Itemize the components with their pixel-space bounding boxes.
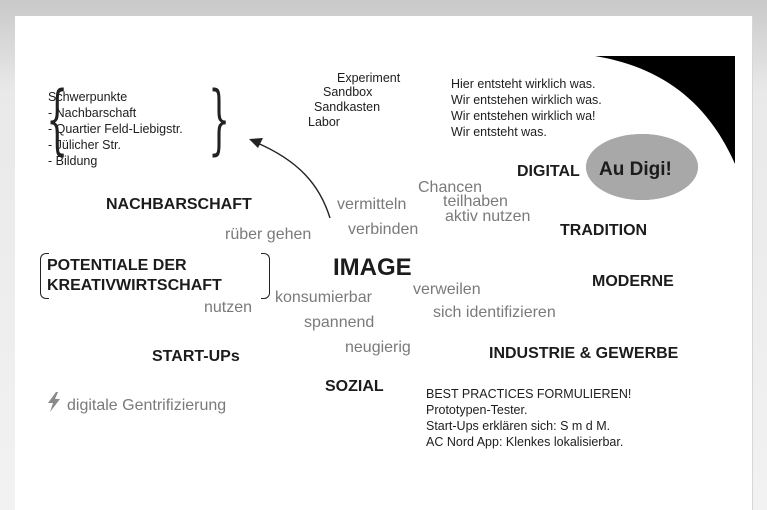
best-practices-item: Start-Ups erklären sich: S m d M. <box>426 419 611 433</box>
tradition-label: TRADITION <box>560 222 648 239</box>
sich-identifizieren-label: sich identifizieren <box>433 304 556 321</box>
teilhaben-label: teilhaben <box>443 193 508 210</box>
left-brace: { <box>46 74 69 163</box>
au-digi-badge-cover <box>586 134 698 200</box>
chancen-label: Chancen <box>418 179 483 196</box>
gentrifizierung-label: digitale Gentrifizierung <box>67 397 227 414</box>
schwerpunkte-title: Schwerpunkte <box>48 90 128 104</box>
potentiale-bracket-left <box>40 253 49 299</box>
startups-label: START-UPs <box>152 348 240 365</box>
konsumierbar-label: konsumierbar <box>275 289 372 306</box>
rueber-gehen-label: rüber gehen <box>225 226 312 243</box>
vermitteln-label: vermitteln <box>337 196 407 213</box>
moderne-label: MODERNE <box>592 273 674 290</box>
schwerpunkte-item: - Jülicher Str. <box>48 138 121 152</box>
potentiale-line1: POTENTIALE DER <box>47 257 187 274</box>
sandbox-word: Sandkasten <box>314 100 381 114</box>
industrie-label: INDUSTRIE & GEWERBE <box>489 345 679 362</box>
verbinden-label: verbinden <box>348 221 419 238</box>
best-practices-item: AC Nord App: Klenkes lokalisierbar. <box>426 435 624 449</box>
sandbox-word: Sandbox <box>323 85 373 99</box>
neugierig-label: neugierig <box>345 339 411 356</box>
whiteboard-sheet: { Schwerpunkte - Nachbarschaft - Quartie… <box>15 16 753 510</box>
sandbox-word: Labor <box>308 115 340 129</box>
sozial-label: SOZIAL <box>325 378 384 395</box>
verweilen-label: verweilen <box>413 281 481 298</box>
lightning-icon <box>48 392 60 412</box>
sandbox-word: Experiment <box>337 71 401 85</box>
spannend-label: spannend <box>304 314 375 331</box>
schwerpunkte-item: - Nachbarschaft <box>48 106 137 120</box>
right-brace: } <box>208 74 231 163</box>
phrases-list: Hier entsteht wirklich was. Wir entstehe… <box>451 76 602 140</box>
schwerpunkte-list: Schwerpunkte - Nachbarschaft - Quartier … <box>48 89 183 169</box>
nachbarschaft-label: NACHBARSCHAFT <box>106 196 252 213</box>
corner-wedge-graphic <box>595 56 735 164</box>
best-practices-item: Prototypen-Tester. <box>426 403 528 417</box>
potentiale-bracket-right <box>261 253 270 299</box>
potentiale-line2: KREATIVWIRTSCHAFT <box>47 277 222 294</box>
best-practices-list: BEST PRACTICES FORMULIEREN! Prototypen-T… <box>426 386 631 450</box>
nutzen-label: nutzen <box>204 299 253 316</box>
curved-arrow <box>249 138 331 219</box>
phrase: Wir entsteht was. <box>451 125 547 139</box>
phrase: Hier entsteht wirklich was. <box>451 77 596 91</box>
image-label: IMAGE <box>333 254 412 281</box>
schwerpunkte-item: - Bildung <box>48 154 98 168</box>
schwerpunkte-item: - Quartier Feld-Liebigstr. <box>48 122 183 136</box>
digital-label: DIGITAL <box>517 163 580 180</box>
aktiv-nutzen-label: aktiv nutzen <box>445 208 531 225</box>
best-practices-item: BEST PRACTICES FORMULIEREN! <box>426 387 632 401</box>
phrase: Wir entstehen wirklich was. <box>451 93 602 107</box>
au-digi-label-front: Au Digi! <box>599 159 672 180</box>
phrase: Wir entstehen wirklich wa! <box>451 109 596 123</box>
